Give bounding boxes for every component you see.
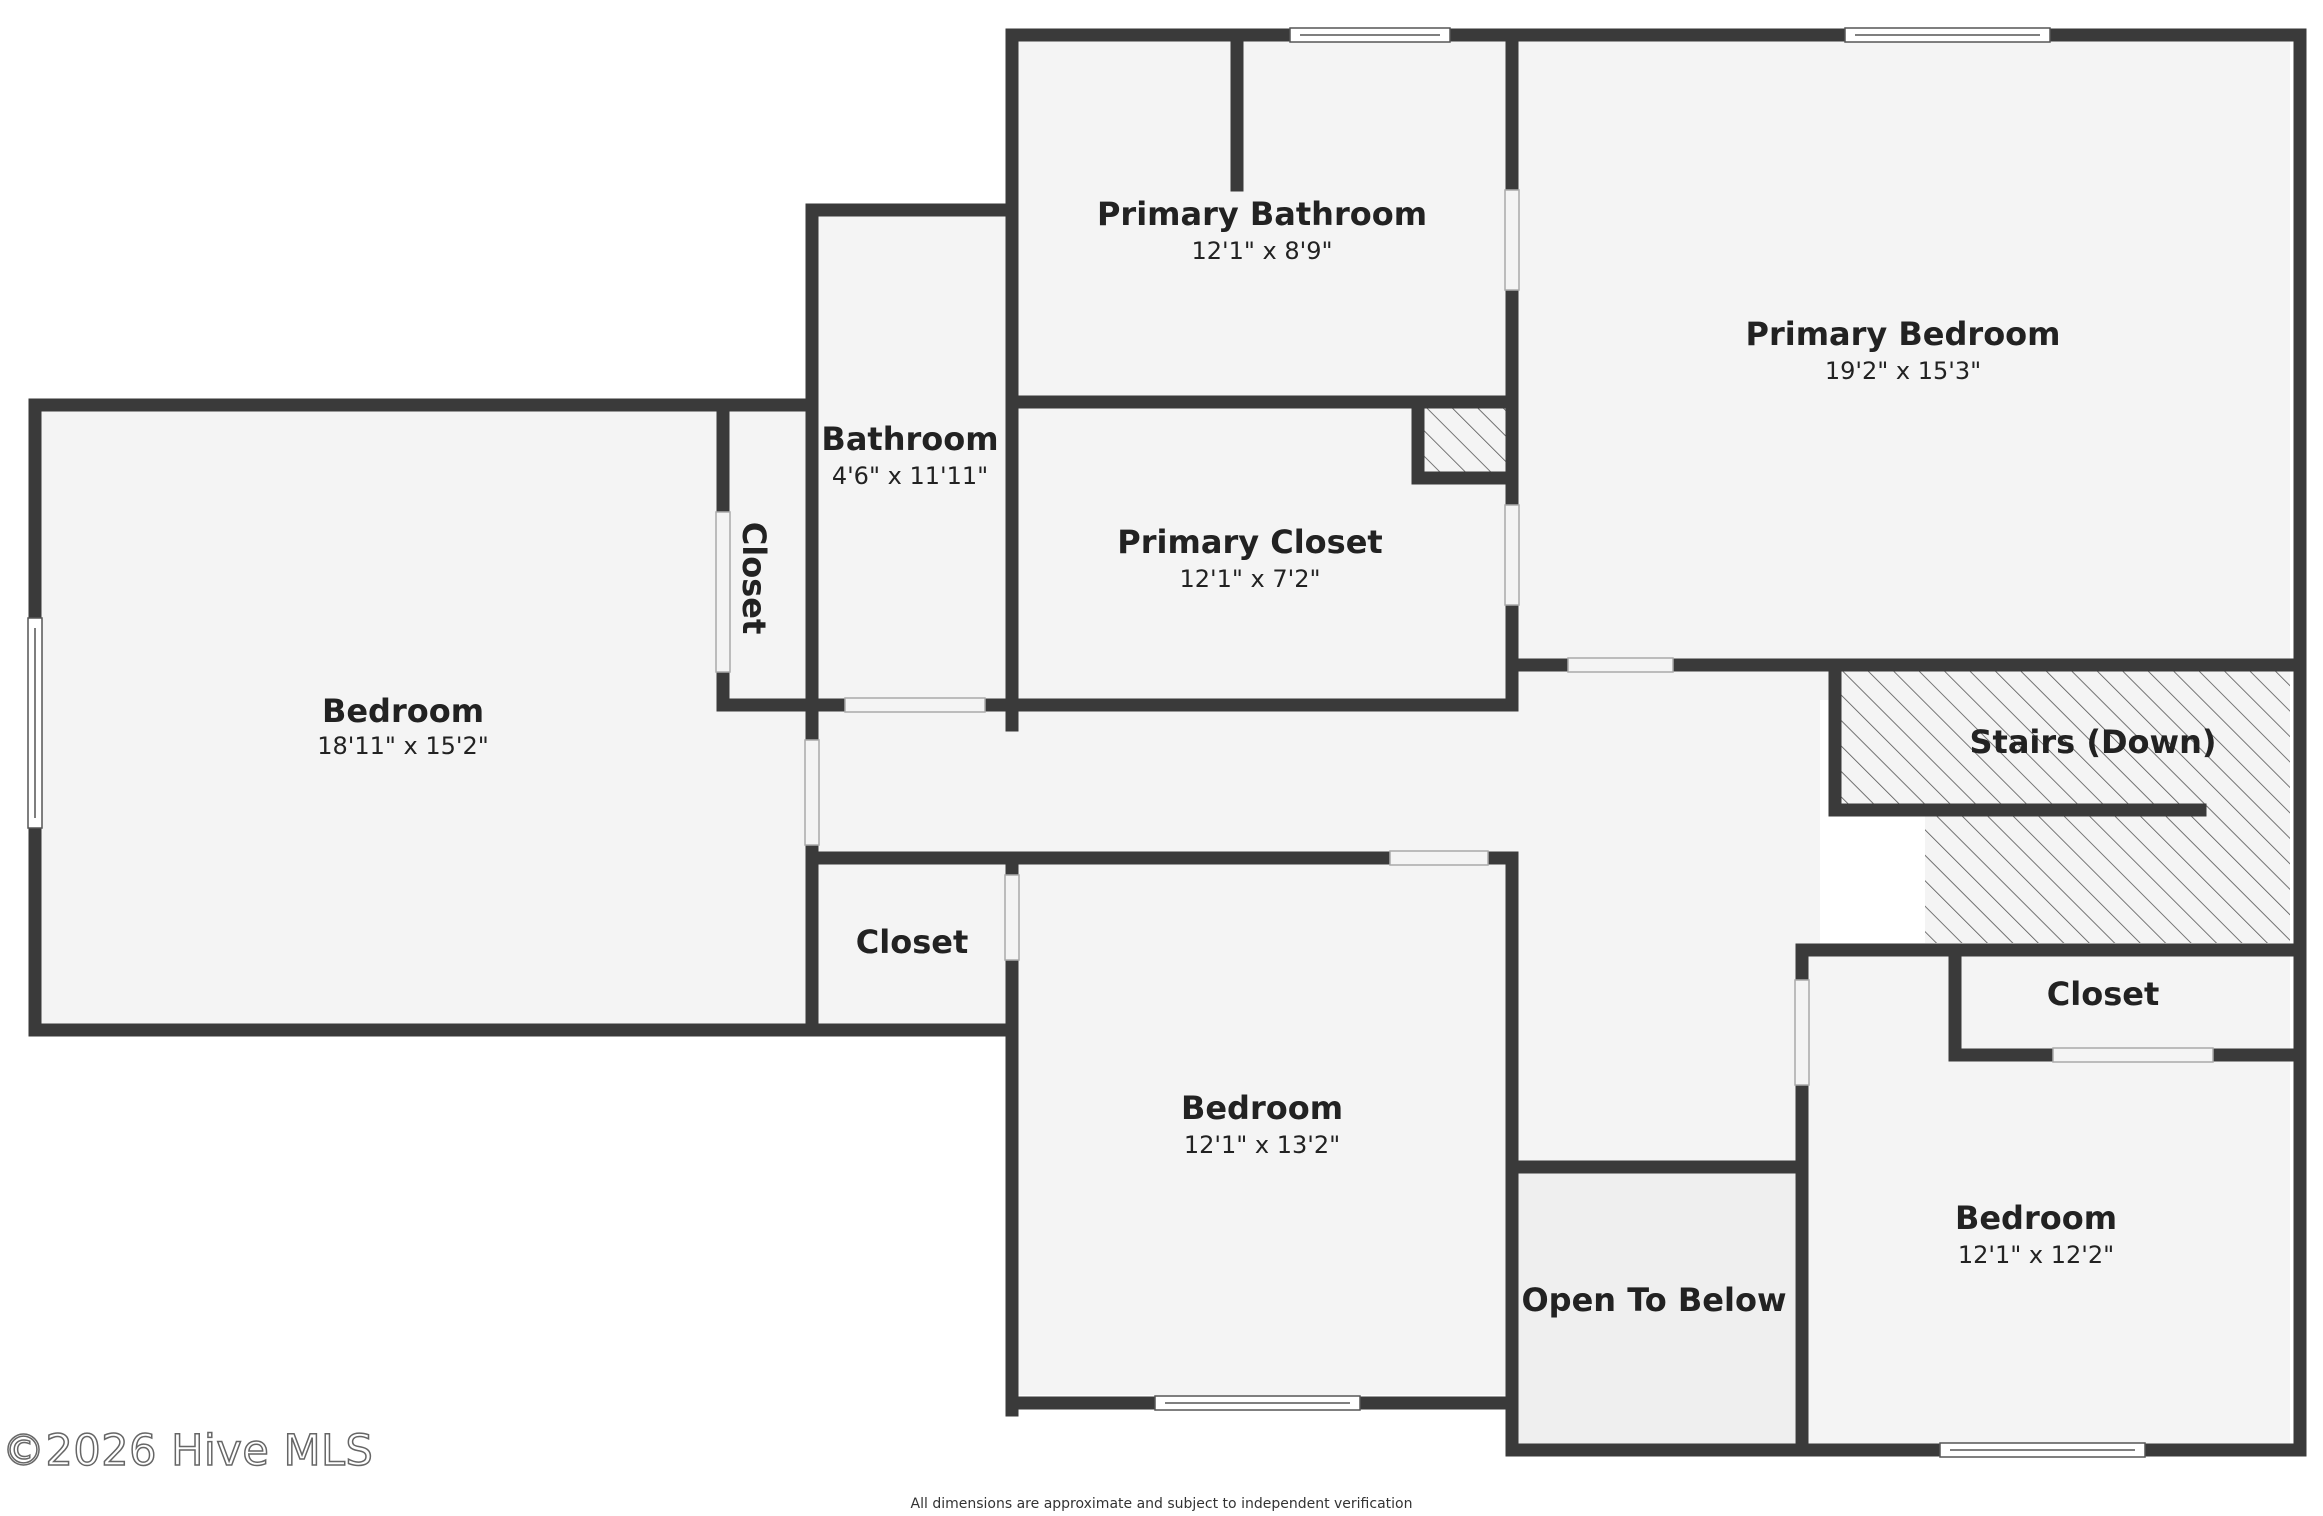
door-primary-bedroom	[1567, 657, 1674, 673]
window-bedroom-right	[1939, 1442, 2146, 1458]
window-bedroom-left	[27, 617, 43, 829]
stairs-hatch	[1418, 408, 2290, 943]
floor-closet-hall	[812, 860, 1012, 1025]
closet-hall-name: Closet	[856, 923, 968, 961]
floor-fills	[35, 35, 2290, 1450]
floor-hallway-east	[1500, 660, 1820, 1180]
stairs-lower-flight	[1925, 808, 2290, 943]
floor-bedroom-left	[35, 405, 815, 1025]
primary-bathroom-name: Primary Bathroom	[1097, 195, 1427, 233]
floor-bathroom	[812, 210, 1012, 710]
window-primary-bath	[1289, 27, 1451, 43]
door-openings	[715, 189, 2214, 1086]
door-closet-right	[2052, 1047, 2214, 1063]
closet-vertical-name: Closet	[735, 522, 773, 634]
door-primary-closet	[1504, 504, 1520, 606]
window-primary-bedroom	[1844, 27, 2051, 43]
primary-bedroom-dims: 19'2" x 15'3"	[1825, 357, 1981, 385]
bedroom-right-dims: 12'1" x 12'2"	[1958, 1241, 2114, 1269]
door-bedroom-left	[804, 739, 820, 846]
room-labels: Bedroom 18'11" x 15'2" Closet Bathroom 4…	[317, 195, 2216, 1319]
door-closet-hall	[1004, 874, 1020, 961]
bathroom-name: Bathroom	[821, 420, 998, 458]
open-to-below-name: Open To Below	[1521, 1281, 1786, 1319]
closet-right-name: Closet	[2047, 975, 2159, 1013]
bedroom-middle-dims: 12'1" x 13'2"	[1184, 1131, 1340, 1159]
floor-open-to-below	[1515, 1170, 1795, 1445]
door-closet-vertical	[715, 511, 731, 673]
primary-bedroom-name: Primary Bedroom	[1745, 315, 2060, 353]
stairs-upper-flight	[1835, 670, 2290, 808]
window-bedroom-middle	[1154, 1395, 1361, 1411]
stairs-name: Stairs (Down)	[1969, 723, 2216, 761]
floor-closet-right	[1955, 955, 2290, 1055]
windows	[27, 27, 2146, 1458]
door-bedroom-right	[1794, 979, 1810, 1086]
door-bedroom-middle	[1389, 850, 1489, 866]
floor-bedroom-middle	[1010, 860, 1510, 1395]
primary-bathroom-dims: 12'1" x 8'9"	[1191, 237, 1332, 265]
chase-hatch	[1418, 408, 1510, 473]
door-bathroom	[844, 697, 986, 713]
bedroom-left-dims: 18'11" x 15'2"	[317, 732, 489, 760]
disclaimer: All dimensions are approximate and subje…	[910, 1496, 1413, 1512]
bedroom-right-name: Bedroom	[1955, 1199, 2117, 1237]
floor-primary-wing	[1010, 35, 2290, 700]
bedroom-middle-name: Bedroom	[1181, 1089, 1343, 1127]
primary-closet-name: Primary Closet	[1117, 523, 1382, 561]
primary-closet-dims: 12'1" x 7'2"	[1179, 565, 1320, 593]
bathroom-dims: 4'6" x 11'11"	[832, 462, 988, 490]
watermark: ©2026 Hive MLS	[1, 1425, 374, 1477]
door-primary-bath	[1504, 189, 1520, 291]
bedroom-left-name: Bedroom	[322, 692, 484, 730]
